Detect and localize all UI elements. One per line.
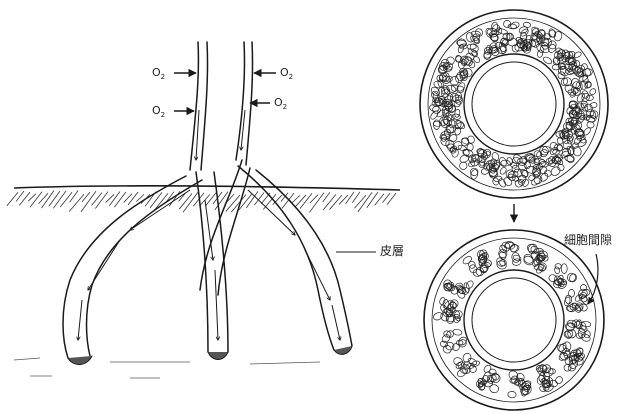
soil-hatch-line [7,192,18,206]
soil-hatch-line [70,191,78,203]
intercellular-space-label: 細胞間隙 [564,234,612,246]
soil-hatch-line [367,192,378,208]
cortex-cell [537,49,544,58]
cortex-cell [467,44,476,49]
cortex-cell [457,144,467,152]
cortex-cell [553,143,563,152]
soil-hatch-line [109,191,120,205]
cortex-cell [432,105,442,114]
soil-hatch-line [128,192,138,205]
o2-label-2: O2 [152,105,165,119]
o2-arrows [174,73,276,111]
soil-hatch-line [352,192,360,203]
cortex-cell [561,264,567,274]
cortex-cell [581,90,589,99]
o2-label-4: O2 [274,97,287,111]
cortex-cell [548,274,557,282]
root-left [63,176,186,358]
soil-hatch-line [49,191,60,206]
stem-right [236,42,245,160]
cortex-cell [530,176,541,186]
cortex-cell [470,168,478,176]
soil-hatch-line [95,192,108,209]
soil-hatch-line [323,192,330,202]
cortex-cell [471,360,481,368]
ground-lines [14,358,320,378]
soil-hatch-line [53,191,66,208]
stem-left [190,42,198,170]
cortex-cell [465,32,475,43]
cortex-cell [548,28,557,39]
soil-hatch-line [300,193,312,208]
cortex-cell [449,92,460,102]
cortex-cell [462,255,473,265]
cortex-cell [502,19,512,29]
cortex-cell [497,178,507,189]
cross-section-top [420,10,608,198]
soil-hatch-line [323,194,336,210]
soil-hatch-line [295,195,306,207]
cortex-cell [589,87,597,96]
soil-hatch-line [19,192,30,205]
cortex-cell [508,391,517,398]
soil-hatch-line [375,194,384,205]
cortex-cell [568,289,574,297]
cortex-label: 皮層 [380,245,404,257]
soil-hatch-line [114,192,126,207]
cortex-cell [453,99,462,108]
soil-hatch-line [329,195,342,209]
cortex-cell [450,84,459,93]
cortex-cell [562,136,570,144]
cortex-cell [440,58,451,69]
cortex-cell [565,295,572,304]
soil-surface [7,186,400,213]
soil-hatch-line [82,192,90,202]
cortex-cell [457,338,467,348]
cortex-cell [488,42,498,53]
o2-label-1: O2 [152,67,165,81]
cortex-cell [503,241,513,249]
cortex-cell [523,22,531,28]
cortex-cell [468,61,475,68]
cortex-cell [554,375,564,385]
cortex-cell [522,384,531,393]
cortex-cell [555,264,561,269]
soil-hatch-line [28,194,36,201]
soil-hatch-line [205,193,216,207]
cortex-cell [465,280,475,290]
cortex-cell [509,244,520,253]
oxygen-flow-arrows [78,110,340,340]
cortex-cell [489,384,499,394]
cortex-cell [589,102,597,109]
cortex-cell [549,165,562,177]
cortex-cell [580,322,587,331]
o2-label-3: O2 [280,67,293,81]
soil-hatch-line [292,195,300,202]
cortex-cell [558,352,569,362]
soil-hatch-line [60,192,72,207]
soil-hatch-line [69,194,84,211]
cortex-cell [481,168,489,175]
cross-section-bottom [424,230,604,410]
intercellular-arrow [588,254,598,304]
cortex-cell [511,164,520,173]
